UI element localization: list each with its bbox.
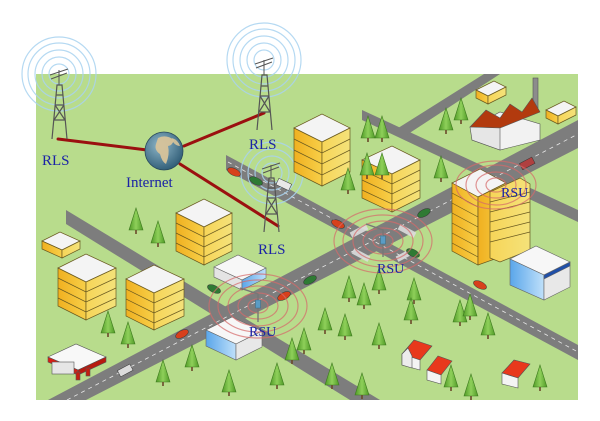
factory: [469, 77, 541, 151]
vehicles: [117, 156, 536, 378]
road-main-diagonal: [48, 120, 578, 400]
building-left-mid: [175, 198, 233, 266]
link-internet-rls-top: [182, 111, 266, 148]
gas-station: [47, 343, 107, 381]
car-red: [175, 329, 189, 339]
rsu-right-label: RSU: [501, 186, 528, 201]
car-red: [227, 167, 241, 177]
rls-tower-center: [261, 162, 281, 233]
rsu-center-label: RSU: [377, 262, 404, 277]
road-left-cross: [66, 210, 380, 400]
road-upper-branch: [395, 74, 500, 136]
car-green: [303, 275, 317, 285]
backhaul-links: [56, 111, 280, 228]
rls-top-label: RLS: [249, 137, 277, 153]
rsu-wave-right: [455, 160, 537, 210]
building-small-left: [41, 231, 81, 259]
building-center: [361, 145, 421, 213]
car-green: [249, 176, 263, 186]
house-3: [501, 359, 531, 389]
building-left: [57, 253, 117, 321]
rsu-pole-center: [365, 223, 386, 257]
building-small-top: [475, 80, 507, 105]
building-small-right: [545, 100, 577, 125]
car-green: [207, 284, 221, 294]
rsu-pole-left: [239, 287, 261, 322]
link-internet-rls-center: [178, 162, 280, 228]
building-tall-right: [451, 168, 531, 266]
house-1: [401, 339, 433, 371]
link-internet-rls-left: [56, 137, 149, 152]
rsu-wave-left: [208, 273, 308, 339]
buildings: [41, 80, 577, 331]
rls-tower-left: [49, 68, 69, 140]
car-red: [331, 219, 345, 229]
internet-globe-icon: [144, 131, 184, 171]
car-red: [473, 280, 487, 290]
internet-label: Internet: [126, 175, 173, 191]
houses: [401, 339, 531, 389]
building-blue-right: [509, 245, 571, 301]
building-left-2: [125, 264, 185, 331]
rsu-left-label: RSU: [249, 325, 276, 340]
truck: [117, 363, 134, 378]
building-upper-center: [293, 113, 351, 187]
rls-tower-top: [254, 57, 274, 131]
car-green: [417, 208, 431, 218]
house-2: [426, 355, 453, 385]
rls-center-label: RLS: [258, 242, 286, 258]
rls-left-label: RLS: [42, 153, 70, 169]
truck: [275, 177, 292, 191]
